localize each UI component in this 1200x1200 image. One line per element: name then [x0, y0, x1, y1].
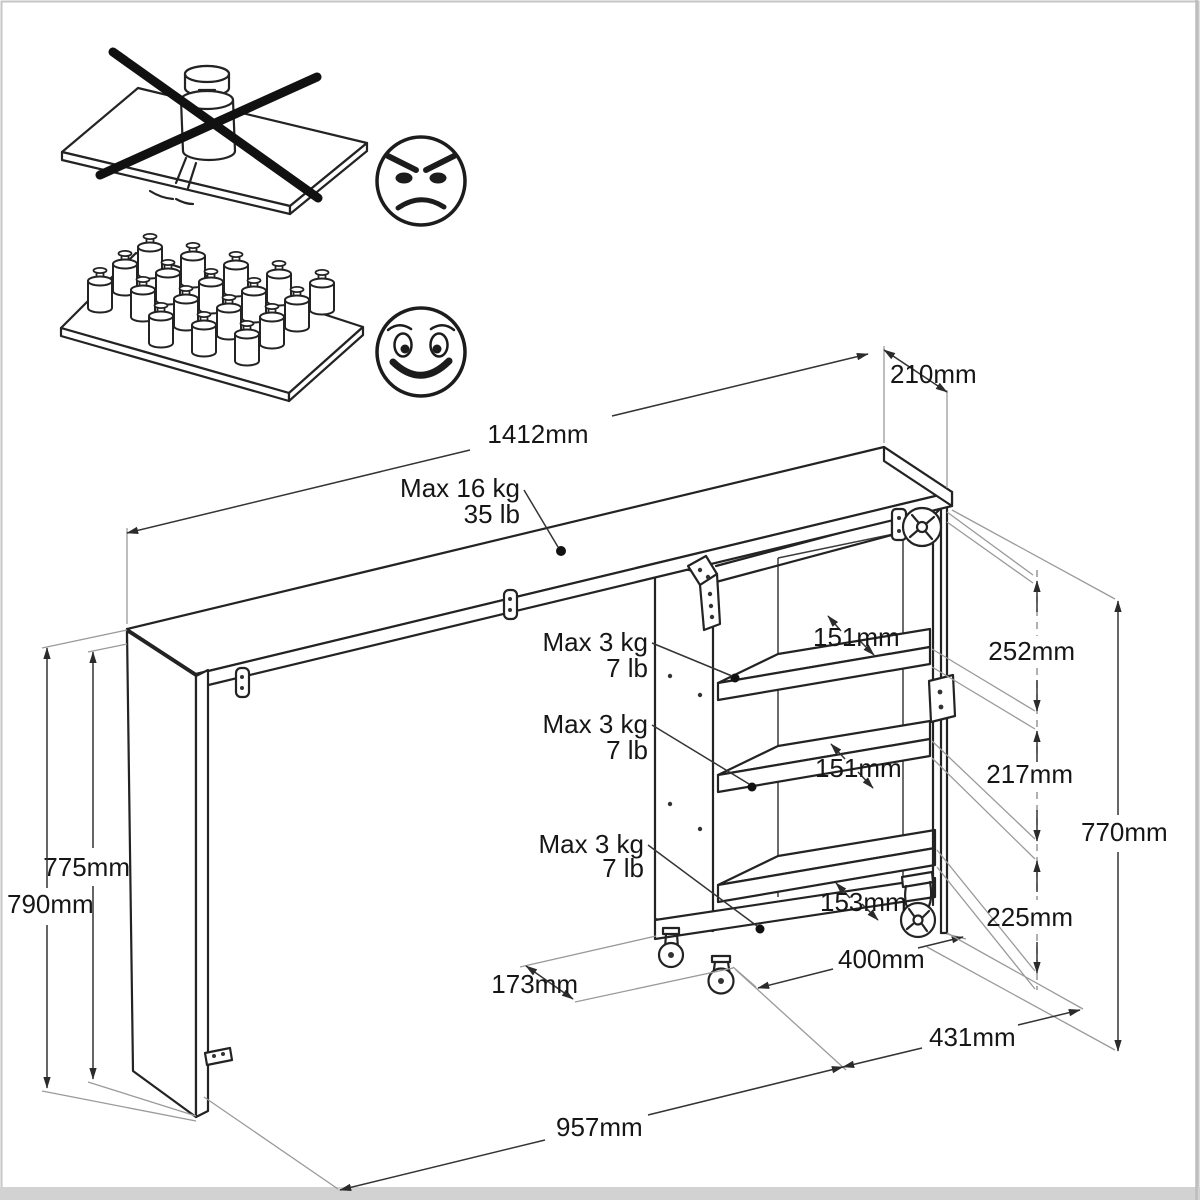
bent-bracket-cabinet-top	[686, 554, 722, 632]
cabinet-back-top-edge	[777, 531, 904, 559]
hinge-plate	[927, 673, 957, 724]
dim-label-151-top: 151mm	[813, 622, 900, 652]
bottom-edge-bar	[0, 1187, 1200, 1200]
fixing-bracket-leg-top	[234, 666, 251, 699]
load-label-tabletop-kg: Max 16 kg	[400, 473, 520, 503]
cabinet-right-panel	[927, 498, 957, 935]
dim-label-252: 252mm	[988, 636, 1075, 666]
angry-face-icon	[375, 135, 467, 227]
dim-label-790: 790mm	[7, 889, 94, 919]
dim-label-225: 225mm	[986, 902, 1073, 932]
caster-front	[707, 954, 735, 995]
dim-tabletop-length: 1412mm	[126, 353, 869, 624]
happy-face-icon	[375, 306, 467, 398]
dim-label-770: 770mm	[1081, 817, 1168, 847]
dim-compartment-heights: 252mm 217mm 225mm	[931, 511, 1075, 990]
load-label-shelf-top-kg: Max 3 kg	[543, 627, 649, 657]
swivel-wheel-top	[890, 506, 943, 548]
dim-base-span: 957mm	[203, 1066, 844, 1191]
dim-front-offset: 173mm	[491, 935, 734, 1003]
incorrect-use-figure	[60, 47, 467, 227]
board-edge-right	[287, 325, 365, 403]
cabinet-floor	[716, 828, 937, 904]
crossed-out-mark	[95, 47, 323, 203]
dim-label-173: 173mm	[491, 969, 578, 999]
load-label-shelf-middle-kg: Max 3 kg	[543, 709, 649, 739]
board-sag-marks	[148, 189, 195, 206]
dim-label-775: 775mm	[43, 852, 130, 882]
correct-use-figure	[59, 232, 467, 403]
leader-dot-shelf-middle	[747, 782, 757, 792]
fixing-bracket-mid	[502, 588, 519, 621]
dim-shelf-depths: 151mm 151mm 153mm	[813, 615, 907, 921]
leader-dot-tabletop	[556, 546, 566, 556]
load-label-tabletop-lb: 35 lb	[464, 499, 520, 529]
dimension-annotations: 1412mm 210mm Max 16 kg 35 lb Max 3 kg 7 …	[7, 346, 1168, 1191]
shelf-load-labels: Max 3 kg 7 lb Max 3 kg 7 lb Max 3 kg 7 l…	[539, 627, 758, 927]
dim-left-heights: 775mm 790mm	[7, 629, 197, 1122]
bar-table-drawing	[125, 445, 957, 1119]
load-label-shelf-middle-lb: 7 lb	[606, 735, 648, 765]
leader-dot-shelf-bottom	[755, 924, 765, 934]
leg-panel	[125, 629, 210, 1119]
load-label-shelf-top-lb: 7 lb	[606, 653, 648, 683]
dim-label-210: 210mm	[890, 359, 977, 389]
load-label-shelf-bottom-kg: Max 3 kg	[539, 829, 645, 859]
caster-left-back	[657, 926, 685, 969]
dim-label-151-middle: 151mm	[815, 753, 902, 783]
tabletop-load-label: Max 16 kg 35 lb	[400, 473, 559, 548]
dim-label-1412: 1412mm	[487, 419, 588, 449]
leader-dot-shelf-top	[730, 673, 740, 683]
dim-label-431: 431mm	[929, 1022, 1016, 1052]
dim-caster-spacing: 400mm	[732, 933, 967, 989]
dim-label-957: 957mm	[556, 1112, 643, 1142]
load-label-shelf-bottom-lb: 7 lb	[602, 853, 644, 883]
board-crack	[174, 156, 198, 190]
dim-cabinet-width: 431mm	[735, 932, 1084, 1071]
shelf-top	[716, 627, 932, 702]
fixing-bracket-leg-bottom	[203, 1046, 234, 1067]
dim-tabletop-depth: 210mm	[883, 346, 977, 488]
dim-label-217: 217mm	[986, 759, 1073, 789]
dim-cabinet-height: 770mm	[926, 509, 1168, 1052]
dim-label-153: 153mm	[820, 887, 907, 917]
dim-label-400: 400mm	[838, 944, 925, 974]
caster-right	[899, 870, 937, 939]
